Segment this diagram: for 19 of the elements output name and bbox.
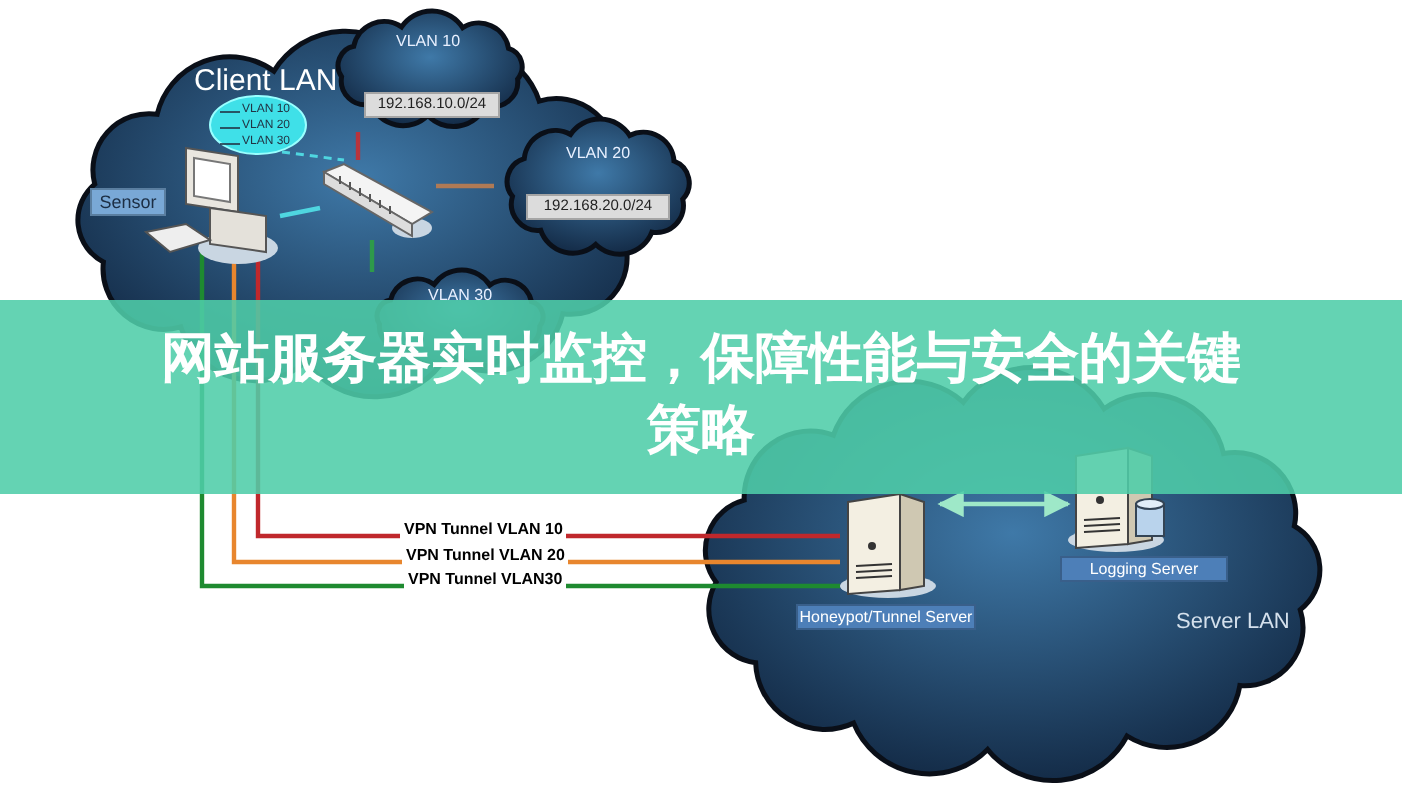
connector-line [369,240,375,272]
network-name: VLAN 10 [396,32,461,51]
connector-line [436,183,494,189]
device-label: Honeypot/Tunnel Server [796,604,976,631]
network-switch-icon [320,160,436,240]
connector-line [281,150,345,162]
network-name: VLAN 20 [566,144,631,163]
connector-line [355,132,361,160]
device-label: Sensor [90,188,166,217]
title: 网站服务器实时监控，保障性能与安全的关键策略 [159,326,1243,466]
network-name: VLAN 30 [428,286,493,305]
edge-label: VPN Tunnel VLAN 20 [402,546,569,566]
network-name: Client LAN [194,64,338,99]
edge-label: VPN Tunnel VLAN30 [404,570,567,590]
connector-line [279,205,321,219]
device-label: Logging Server [1060,556,1228,583]
network-name: Server LAN [1176,610,1290,636]
edge-label: VPN Tunnel VLAN 10 [400,520,567,540]
connector-line [937,490,1071,518]
